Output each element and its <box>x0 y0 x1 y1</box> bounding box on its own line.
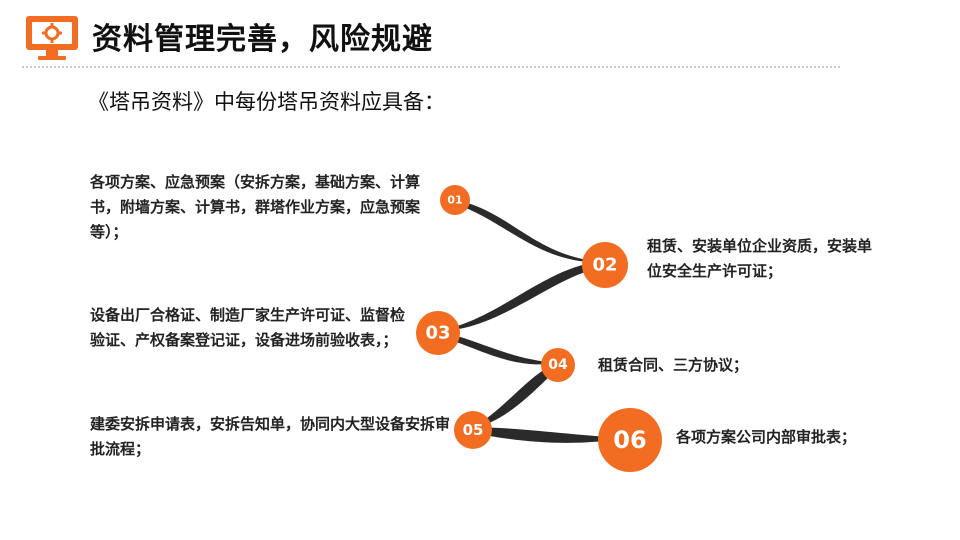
monitor-gear-icon <box>26 16 78 60</box>
subtitle: 《塔吊资料》中每份塔吊资料应具备： <box>88 90 445 114</box>
step-03-description: 设备出厂合格证、制造厂家生产许可证、监督检验证、产权备案登记证，设备进场前验收表… <box>90 306 406 349</box>
page-title: 资料管理完善，风险规避 <box>92 22 433 57</box>
step-node-02: 02 <box>582 242 628 288</box>
step-04-description: 租赁合同、三方协议； <box>598 356 749 374</box>
step-01-description: 各项方案、应急预案（安拆方案，基础方案、计算书，附墙方案、计算书，群塔作业方案，… <box>90 173 421 241</box>
step-number: 01 <box>447 194 462 207</box>
step-number: 06 <box>613 426 646 454</box>
connector-01-02 <box>455 200 605 263</box>
step-number: 05 <box>463 421 484 439</box>
connector-05-06 <box>473 427 630 443</box>
step-node-06: 06 <box>598 408 662 472</box>
step-node-03: 03 <box>416 311 460 355</box>
step-number: 03 <box>425 323 450 344</box>
step-node-01: 01 <box>440 185 470 215</box>
step-node-05: 05 <box>454 411 492 449</box>
step-number: 04 <box>548 357 568 373</box>
title-divider <box>22 66 840 68</box>
step-node-04: 04 <box>541 348 575 382</box>
step-02-description: 租赁、安装单位企业资质，安装单位安全生产许可证； <box>647 237 873 280</box>
connector-02-03 <box>438 262 605 332</box>
connector-04-05 <box>473 363 558 427</box>
step-number: 02 <box>592 255 617 276</box>
step-05-description: 建委安拆申请表，安拆告知单，协同内大型设备安拆审批流程； <box>90 415 451 458</box>
step-06-description: 各项方案公司内部审批表； <box>676 428 857 446</box>
